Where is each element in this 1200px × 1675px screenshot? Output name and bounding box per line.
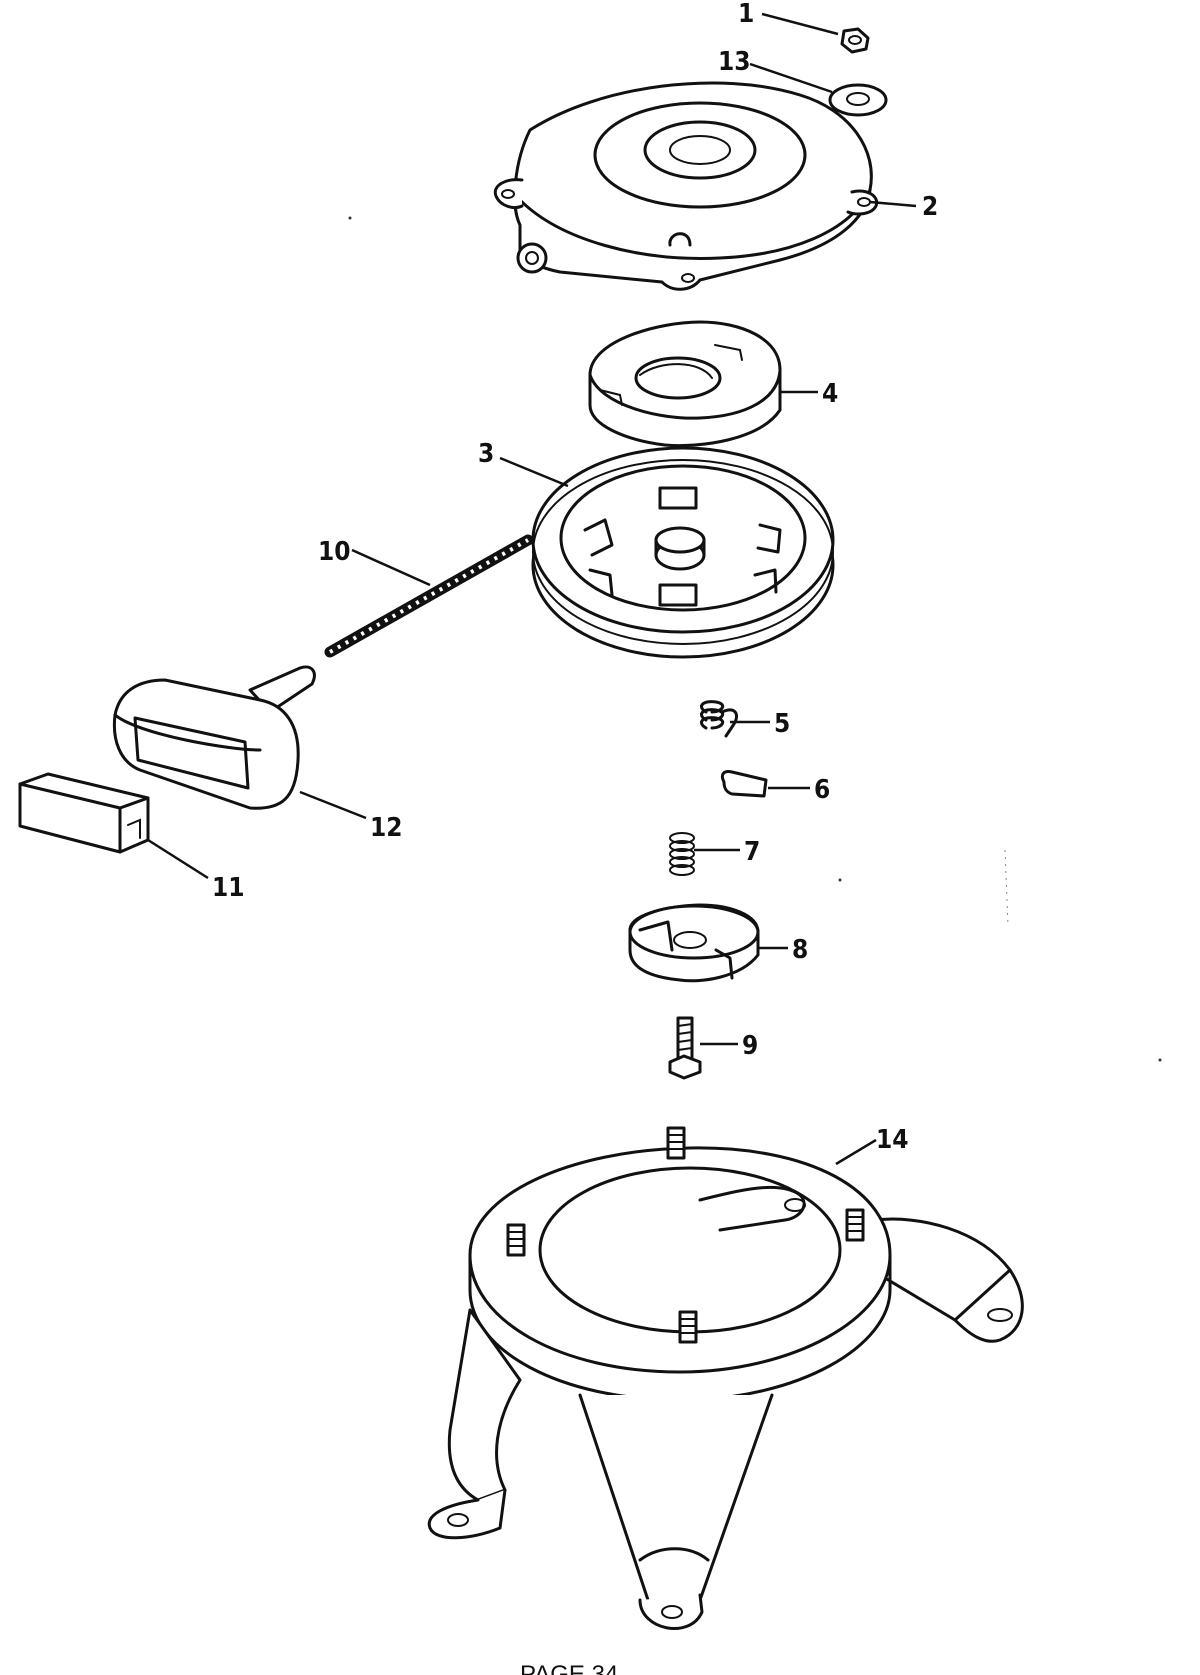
- callout-2: 2: [922, 192, 938, 222]
- part-12-starter-handle: [112, 665, 316, 810]
- callout-10: 10: [318, 537, 351, 567]
- part-7-spring: [669, 832, 695, 876]
- stud-left: [506, 1223, 526, 1257]
- part-4-pulley-cam: [588, 320, 782, 448]
- stud-top: [666, 1126, 686, 1160]
- part-2-starter-housing: [493, 81, 879, 291]
- part-14-starter-frame: [427, 1126, 1024, 1630]
- callout-9: 9: [742, 1031, 758, 1061]
- part-6-pawl: [720, 770, 768, 798]
- callout-1: 1: [738, 0, 754, 29]
- part-8-retainer: [628, 903, 760, 983]
- callout-4: 4: [822, 379, 838, 409]
- part-3-rope-pulley: [531, 446, 835, 659]
- callouts: 1 13 2 4 3 10 5 6 12 11 7 8 9 14: [212, 0, 938, 1155]
- stud-right: [845, 1208, 865, 1242]
- part-10-starter-rope: [324, 534, 534, 658]
- callout-7: 7: [744, 837, 760, 867]
- callout-6: 6: [814, 775, 830, 805]
- callout-13: 13: [718, 47, 751, 77]
- part-13-washer: [828, 83, 888, 117]
- callout-8: 8: [792, 935, 808, 965]
- part-11-handle-insert: [18, 772, 150, 854]
- scan-specks: [348, 216, 1162, 1062]
- stud-bottom: [678, 1310, 698, 1344]
- page-number: PAGE 34: [520, 1661, 618, 1675]
- callout-5: 5: [774, 709, 790, 739]
- leader-lines: [147, 12, 917, 1166]
- callout-3: 3: [478, 439, 494, 469]
- part-9-bolt: [668, 1016, 702, 1080]
- callout-12: 12: [370, 813, 403, 843]
- part-5-spring: [700, 700, 738, 738]
- callout-11: 11: [212, 873, 245, 903]
- callout-14: 14: [876, 1125, 909, 1155]
- part-1-hex-nut: [840, 27, 870, 54]
